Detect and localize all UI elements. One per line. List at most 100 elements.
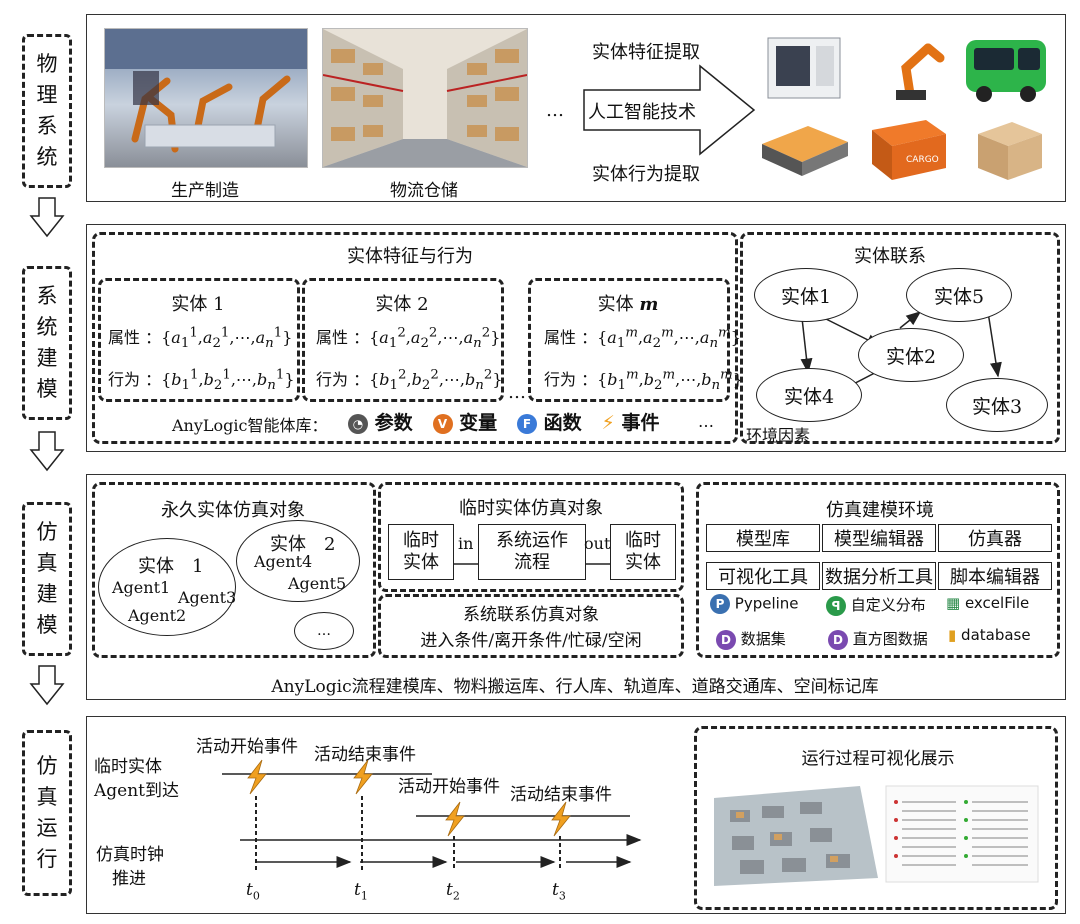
process-box: 系统运作 流程 (478, 524, 586, 580)
agent-lib-items: ◔ 参数 V 变量 F 函数 ⚡ 事件 (348, 408, 659, 435)
entity-m-name: 实体 m (597, 294, 659, 315)
temporary-entity-group (378, 482, 684, 592)
relations-title: 实体联系 (854, 246, 926, 267)
agv-icon (762, 126, 848, 176)
relation-sim-desc: 进入条件/离开条件/忙碌/空闲 (420, 631, 642, 651)
temp-entity-in-box: 临时 实体 (388, 524, 454, 580)
temp-flow-lines (454, 563, 610, 565)
event-end-2: 活动结束事件 (510, 785, 612, 805)
lib-custom-dist: ꟼ 自定义分布 (826, 594, 926, 616)
features-title: 实体特征与行为 (347, 246, 473, 267)
clock-label: 仿真时钟 (96, 845, 164, 865)
in-label: in (458, 534, 474, 553)
entity-m-attr: 属性 ：{a1m,a2m,⋯,anm} (544, 325, 741, 352)
lib-database: ▮ database (948, 626, 1031, 644)
behavior-extract-label: 实体行为提取 (592, 164, 700, 185)
parameter-icon: ◔ (348, 413, 368, 434)
robot-arm-image (105, 29, 307, 153)
histogram-icon: D (828, 629, 848, 650)
cargo-container-icon: CARGO (872, 120, 946, 180)
sim-env-title: 仿真建模环境 (826, 500, 934, 521)
electric-truck-icon (966, 40, 1046, 102)
python-icon: P (710, 594, 730, 614)
photo2-caption: 物流仓储 (390, 181, 458, 201)
agent3-label: Agent3 (178, 588, 237, 607)
physical-ellipsis: … (546, 100, 564, 121)
box-icon (978, 122, 1042, 180)
ai-tech-label: 人工智能技术 (588, 102, 696, 123)
entity-m-box (528, 278, 730, 402)
side-label-modeling: 系 统 建 模 (22, 266, 72, 420)
agent4-label: Agent4 (254, 552, 313, 571)
relation-node-entity3: 实体3 (946, 378, 1048, 432)
industrial-robot-icon (896, 43, 945, 100)
entity-2-behav: 行为 ：{b12,b22,⋯,bn2} (316, 367, 503, 394)
ent2-label: 实体 2 (270, 534, 336, 555)
agent-lib-more: … (698, 412, 714, 431)
temporary-title: 临时实体仿真对象 (459, 498, 603, 519)
machine-icon (767, 37, 841, 99)
relations-group (740, 232, 1060, 444)
lib-dataset: D 数据集 (716, 628, 786, 650)
relation-node-entity2: 实体2 (858, 328, 964, 382)
flow-arrows (29, 197, 65, 706)
t1-label: t1 (354, 880, 368, 903)
ent1-label: 实体 1 (138, 556, 204, 577)
agent1-label: Agent1 (112, 578, 171, 597)
lib-pypeline: P Pypeline (710, 594, 799, 614)
excel-icon: ▦ (946, 594, 961, 612)
t0-label: t0 (246, 880, 260, 903)
entity-1-behav: 行为 ：{b11,b21,⋯,bn1} (108, 367, 295, 394)
side-label-sim-model: 仿 真 建 模 (22, 502, 72, 656)
tool-model-editor: 模型编辑器 (822, 524, 936, 552)
entity-1-ellipse (98, 538, 236, 636)
variable-icon: V (432, 413, 453, 434)
features-group (92, 232, 738, 444)
relation-node-entity5: 实体5 (906, 268, 1012, 322)
entity-2-name: 实体 2 (375, 294, 429, 315)
t3-label: t3 (552, 880, 566, 903)
out-label: out (584, 534, 611, 553)
side-label-physical: 物 理 系 统 (22, 34, 72, 188)
distribution-icon: ꟼ (826, 595, 846, 616)
env-factor-label: 环境因素 (746, 426, 811, 445)
entity-1-name: 实体 1 (171, 294, 225, 315)
temp-entity-label: 临时实体 (94, 757, 162, 777)
entity-m-behav: 行为 ：{b1m,b2m,⋯,bnm} (544, 367, 743, 394)
sim-env-group (696, 482, 1060, 658)
event-end-1: 活动结束事件 (314, 745, 416, 765)
temp-entity-out-box: 临时 实体 (610, 524, 676, 580)
function-icon: F (517, 413, 537, 434)
database-icon: ▮ (948, 626, 957, 644)
event-start-1: 活动开始事件 (196, 737, 298, 757)
event-icon: ⚡ (601, 412, 615, 434)
permanent-entity-group (92, 482, 376, 658)
manufacturing-photo (104, 28, 308, 168)
permanent-title: 永久实体仿真对象 (161, 500, 305, 521)
agent-arrive-label: Agent到达 (94, 781, 179, 801)
side-label-sim-run: 仿 真 运 行 (22, 730, 72, 896)
agent2-label: Agent2 (128, 606, 187, 625)
relation-sim-title: 系统联系仿真对象 (463, 605, 599, 625)
warehouse-shelves-image (323, 29, 527, 167)
cargo-label: CARGO (906, 155, 939, 165)
visualization-title: 运行过程可视化展示 (801, 749, 955, 769)
ai-arrow (583, 64, 756, 156)
dataset-icon: D (716, 629, 736, 650)
warehouse-photo (322, 28, 528, 168)
entity-dots: … (508, 382, 526, 403)
tool-data-analysis: 数据分析工具 (822, 562, 936, 590)
tool-model-lib: 模型库 (706, 524, 820, 552)
visualization-group (694, 726, 1058, 910)
tool-visualization: 可视化工具 (706, 562, 820, 590)
agent5-label: Agent5 (288, 574, 347, 593)
more-entities-ellipse: … (294, 612, 354, 650)
timeline (222, 759, 642, 870)
entity-1-box (98, 278, 300, 402)
photo1-caption: 生产制造 (171, 181, 239, 201)
advance-label: 推进 (112, 869, 146, 889)
t2-label: t2 (446, 880, 460, 903)
entity-2-attr: 属性 ：{a12,a22,⋯,an2} (316, 325, 501, 352)
entity-2-box (302, 278, 504, 402)
tool-script-editor: 脚本编辑器 (938, 562, 1052, 590)
